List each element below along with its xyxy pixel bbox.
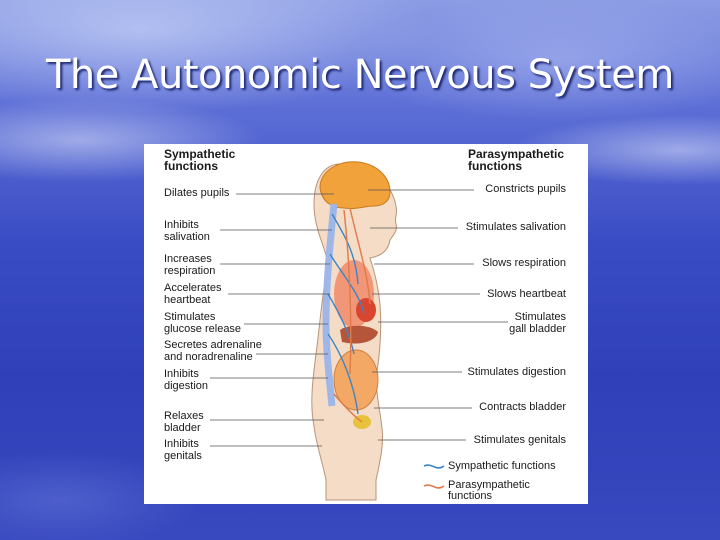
parasympathetic-label: Stimulates salivation <box>466 222 566 234</box>
parasympathetic-label: Stimulates genitals <box>474 435 566 447</box>
sympathetic-header: Sympathetic functions <box>164 148 235 172</box>
sympathetic-label: Relaxes bladder <box>164 411 204 434</box>
legend-label-parasympathetic: Parasympathetic functions <box>448 480 530 502</box>
sympathetic-label: Accelerates heartbeat <box>164 283 221 306</box>
brain <box>320 162 390 209</box>
parasympathetic-header: Parasympathetic functions <box>468 148 564 172</box>
sympathetic-label: Dilates pupils <box>164 188 229 200</box>
parasympathetic-label: Constricts pupils <box>485 184 566 196</box>
legend-swatch-parasympathetic <box>424 485 444 488</box>
legend-swatch-sympathetic <box>424 465 444 468</box>
sympathetic-label: Inhibits digestion <box>164 369 208 392</box>
heart <box>356 298 376 322</box>
parasympathetic-label: Stimulates gall bladder <box>509 312 566 335</box>
slide-title: The Autonomic Nervous System <box>46 52 674 98</box>
nervous-system-figure: Sympathetic functions Parasympathetic fu… <box>144 144 588 504</box>
sympathetic-label: Inhibits genitals <box>164 439 202 462</box>
parasympathetic-label: Slows respiration <box>482 258 566 270</box>
sympathetic-label: Increases respiration <box>164 254 215 277</box>
parasympathetic-label: Slows heartbeat <box>487 289 566 301</box>
sympathetic-label: Secretes adrenaline and noradrenaline <box>164 340 262 363</box>
legend-label-sympathetic: Sympathetic functions <box>448 461 556 472</box>
sympathetic-label: Inhibits salivation <box>164 220 210 243</box>
sympathetic-label: Stimulates glucose release <box>164 312 241 335</box>
parasympathetic-label: Contracts bladder <box>479 402 566 414</box>
parasympathetic-label: Stimulates digestion <box>468 367 566 379</box>
